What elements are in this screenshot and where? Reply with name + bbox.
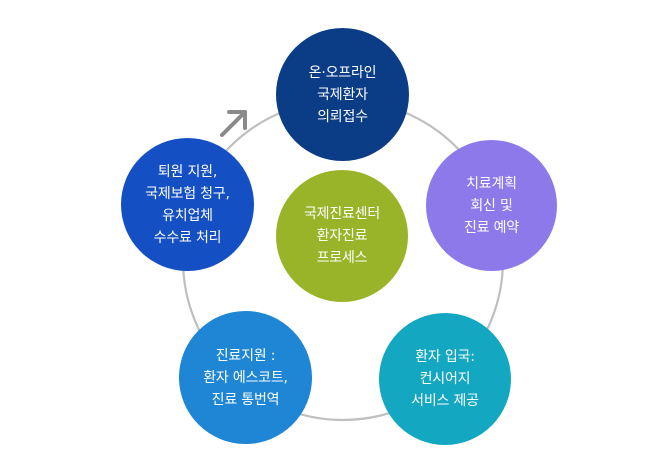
step-arrival-line-3: 서비스 제공: [411, 393, 479, 409]
step-discharge-line-3: 유치업체: [162, 207, 213, 224]
step-inquiry-line-1: 온·오프라인: [308, 64, 377, 81]
step-care-support-circle: 진료지원 : 환자 에스코트, 진료 통번역: [179, 311, 312, 444]
step-treatment-plan-line-1: 치료계획: [466, 175, 517, 192]
step-discharge-circle: 퇴원 지원, 국제보험 청구, 유치업체 수수료 처리: [121, 138, 254, 271]
center-line-1: 국제진료센터: [303, 206, 381, 222]
cycle-arrow-icon: [220, 110, 247, 137]
step-treatment-plan-circle: 치료계획 회신 및 진료 예약: [426, 140, 557, 271]
step-discharge-line-4: 수수료 처리: [153, 229, 222, 246]
step-care-support-line-3: 진료 통번역: [211, 391, 280, 408]
step-inquiry-circle: 온·오프라인 국제환자 의뢰접수: [276, 28, 409, 161]
step-arrival-line-2: 컨시어지: [419, 371, 471, 387]
step-inquiry-line-2: 국제환자: [317, 86, 368, 103]
step-arrival-line-1: 환자 입국:: [415, 349, 475, 365]
step-discharge-line-2: 국제보험 청구,: [145, 185, 230, 202]
step-treatment-plan-line-3: 진료 예약: [464, 219, 519, 236]
step-care-support-line-1: 진료지원 :: [215, 347, 276, 364]
center-line-3: 프로세스: [316, 250, 368, 266]
center-process-circle: 국제진료센터 환자진료 프로세스: [276, 170, 408, 302]
step-care-support-line-2: 환자 에스코트,: [203, 369, 288, 386]
step-treatment-plan-line-2: 회신 및: [470, 197, 513, 214]
step-discharge-line-1: 퇴원 지원,: [157, 163, 218, 180]
center-line-2: 환자진료: [316, 228, 368, 244]
step-inquiry-line-3: 의뢰접수: [317, 108, 368, 125]
step-arrival-circle: 환자 입국: 컨시어지 서비스 제공: [379, 313, 511, 445]
